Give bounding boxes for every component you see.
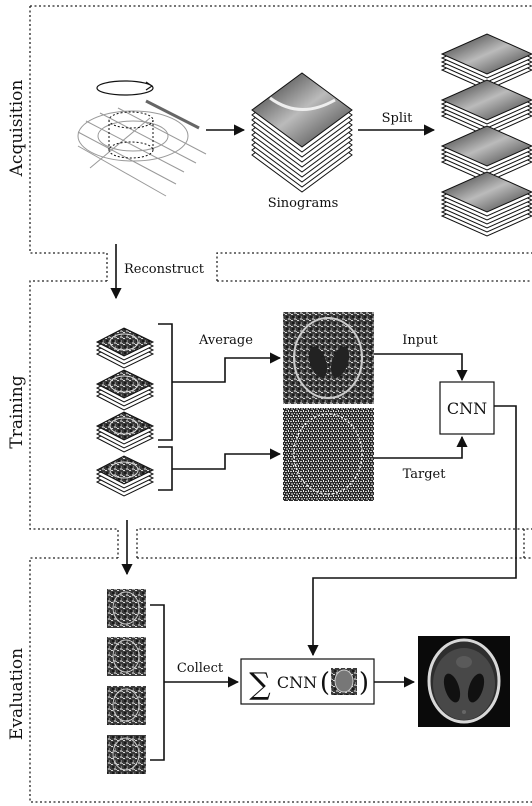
arrow-input <box>374 353 468 382</box>
input-label: Input <box>402 333 438 348</box>
reconstruction-stacks <box>95 327 155 497</box>
cnn-label: CNN <box>447 399 487 418</box>
average-label: Average <box>198 333 253 348</box>
bracket-average <box>158 323 280 441</box>
reconstruct-label: Reconstruct <box>124 262 205 277</box>
bracket-collect <box>150 604 238 761</box>
arrow-target <box>374 435 468 459</box>
evaluation-reconstructions <box>107 589 146 774</box>
cnn-box <box>439 381 495 435</box>
sinograms-label: Sinograms <box>268 196 339 211</box>
sum-thumbnail <box>331 668 357 695</box>
collect-label: Collect <box>177 661 224 676</box>
section-label-acquisition: Acquisition <box>7 80 27 178</box>
section-label-evaluation: Evaluation <box>7 648 27 740</box>
paren-open: ( <box>320 668 330 698</box>
split-sinogram-stacks <box>440 33 532 237</box>
sum-cnn-label: CNN <box>277 673 317 692</box>
final-result-image <box>418 636 510 727</box>
scanner-illustration <box>77 80 207 197</box>
paren-close: ) <box>359 668 369 698</box>
arrow-cnn-to-evaluation <box>307 405 517 657</box>
rotation-arrow-icon <box>96 80 154 96</box>
sinogram-stack <box>251 72 353 193</box>
bracket-target <box>158 447 280 491</box>
training-frame <box>29 280 532 559</box>
averaged-image <box>283 312 374 404</box>
section-label-training: Training <box>7 375 27 448</box>
acquisition-frame <box>29 5 532 281</box>
sum-symbol: ∑ <box>249 667 271 702</box>
split-label: Split <box>382 111 414 126</box>
target-image <box>283 408 374 501</box>
target-label: Target <box>403 467 447 482</box>
